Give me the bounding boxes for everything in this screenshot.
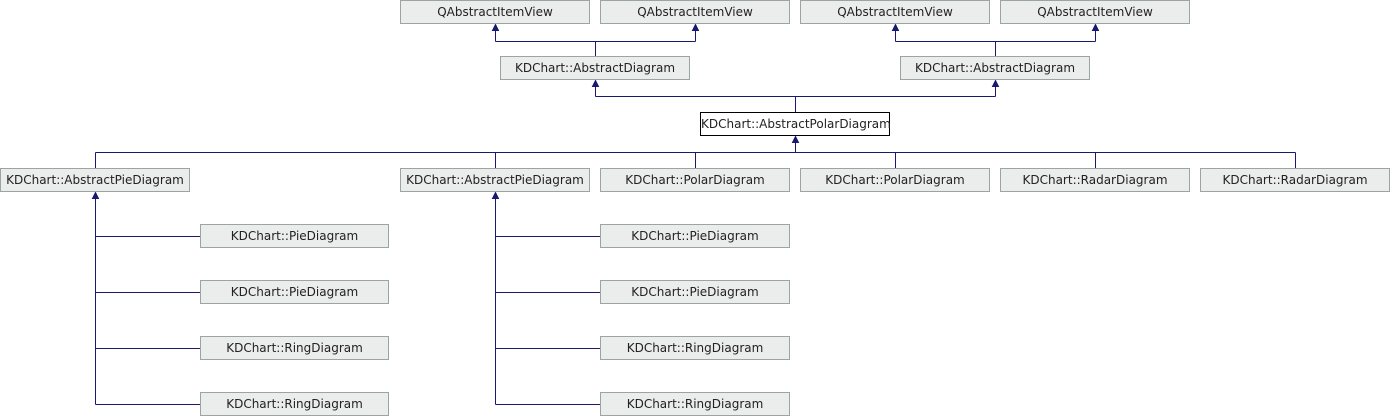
node-piediagram[interactable]: KDChart::PieDiagram <box>200 224 389 248</box>
node-polardiagram[interactable]: KDChart::PolarDiagram <box>600 168 790 192</box>
node-ringdiagram[interactable]: KDChart::RingDiagram <box>200 336 389 360</box>
arrowhead-icon <box>491 191 500 199</box>
node-ringdiagram[interactable]: KDChart::RingDiagram <box>200 392 389 416</box>
node-ringdiagram[interactable]: KDChart::RingDiagram <box>600 392 790 416</box>
node-abstractpiediagram[interactable]: KDChart::AbstractPieDiagram <box>0 168 190 192</box>
node-polardiagram[interactable]: KDChart::PolarDiagram <box>800 168 990 192</box>
arrowhead-icon <box>591 79 600 87</box>
node-qabstractitemview[interactable]: QAbstractItemView <box>800 0 990 24</box>
node-qabstractitemview[interactable]: QAbstractItemView <box>400 0 590 24</box>
node-piediagram[interactable]: KDChart::PieDiagram <box>600 224 790 248</box>
node-piediagram[interactable]: KDChart::PieDiagram <box>200 280 389 304</box>
node-piediagram[interactable]: KDChart::PieDiagram <box>600 280 790 304</box>
arrowhead-icon <box>891 23 900 31</box>
node-radardiagram[interactable]: KDChart::RadarDiagram <box>1000 168 1190 192</box>
node-ringdiagram[interactable]: KDChart::RingDiagram <box>600 336 790 360</box>
node-qabstractitemview[interactable]: QAbstractItemView <box>600 0 790 24</box>
node-qabstractitemview[interactable]: QAbstractItemView <box>1000 0 1190 24</box>
arrowhead-icon <box>791 135 800 143</box>
arrowhead-icon <box>991 79 1000 87</box>
node-radardiagram[interactable]: KDChart::RadarDiagram <box>1200 168 1390 192</box>
arrowhead-icon <box>91 191 100 199</box>
node-abstractpolardiagram: KDChart::AbstractPolarDiagram <box>700 112 891 136</box>
arrowhead-icon <box>491 23 500 31</box>
node-abstractpiediagram[interactable]: KDChart::AbstractPieDiagram <box>400 168 590 192</box>
arrowhead-icon <box>691 23 700 31</box>
node-abstractdiagram[interactable]: KDChart::AbstractDiagram <box>900 56 1090 80</box>
node-abstractdiagram[interactable]: KDChart::AbstractDiagram <box>500 56 690 80</box>
arrowhead-icon <box>1091 23 1100 31</box>
